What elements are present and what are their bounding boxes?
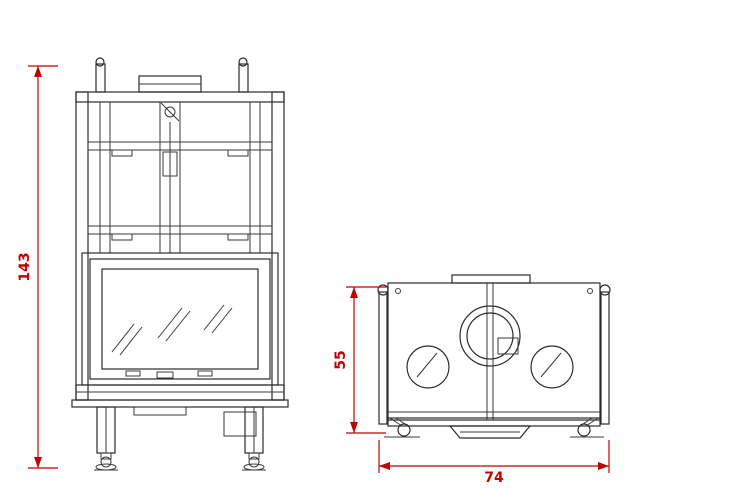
pulley-icon bbox=[164, 106, 176, 118]
bottom-rail bbox=[384, 411, 604, 439]
duct-right bbox=[530, 345, 574, 389]
dimension-label-depth: 55 bbox=[333, 350, 349, 369]
flue-stub bbox=[138, 75, 202, 93]
dimension-depth: 55 bbox=[333, 286, 386, 434]
hanger-right bbox=[599, 284, 611, 425]
front-view bbox=[71, 57, 289, 471]
bolt-right-icon bbox=[587, 288, 593, 294]
legs bbox=[96, 406, 264, 454]
roller-left-icon bbox=[397, 423, 411, 437]
glass-reflections bbox=[111, 304, 233, 356]
handle bbox=[448, 425, 532, 439]
top-beam bbox=[75, 91, 285, 103]
door-latch-right bbox=[197, 370, 213, 377]
dimension-label-width: 74 bbox=[484, 470, 504, 486]
door-latch-left bbox=[125, 370, 141, 377]
glass-door bbox=[81, 252, 279, 386]
flue-collar bbox=[459, 305, 521, 367]
roller-right-icon bbox=[577, 423, 591, 437]
hook-right-icon bbox=[238, 57, 249, 93]
junction-box bbox=[223, 411, 257, 437]
flue-shield bbox=[451, 274, 531, 284]
dimension-label-height: 143 bbox=[17, 252, 33, 281]
door-latch-center bbox=[156, 371, 174, 379]
base bbox=[71, 384, 289, 437]
body-panel bbox=[387, 282, 601, 421]
inner-guides bbox=[99, 102, 261, 253]
hook-left-icon bbox=[95, 57, 106, 93]
bolt-left-icon bbox=[395, 288, 401, 294]
hanger-left bbox=[377, 284, 389, 425]
duct-left bbox=[406, 345, 450, 389]
adjustable-feet bbox=[94, 452, 266, 471]
glass-pane bbox=[101, 268, 259, 370]
lift-mechanism bbox=[159, 102, 181, 253]
dimension-width: 74 bbox=[378, 440, 610, 486]
top-view bbox=[377, 274, 611, 439]
dimension-height: 143 bbox=[17, 65, 58, 469]
